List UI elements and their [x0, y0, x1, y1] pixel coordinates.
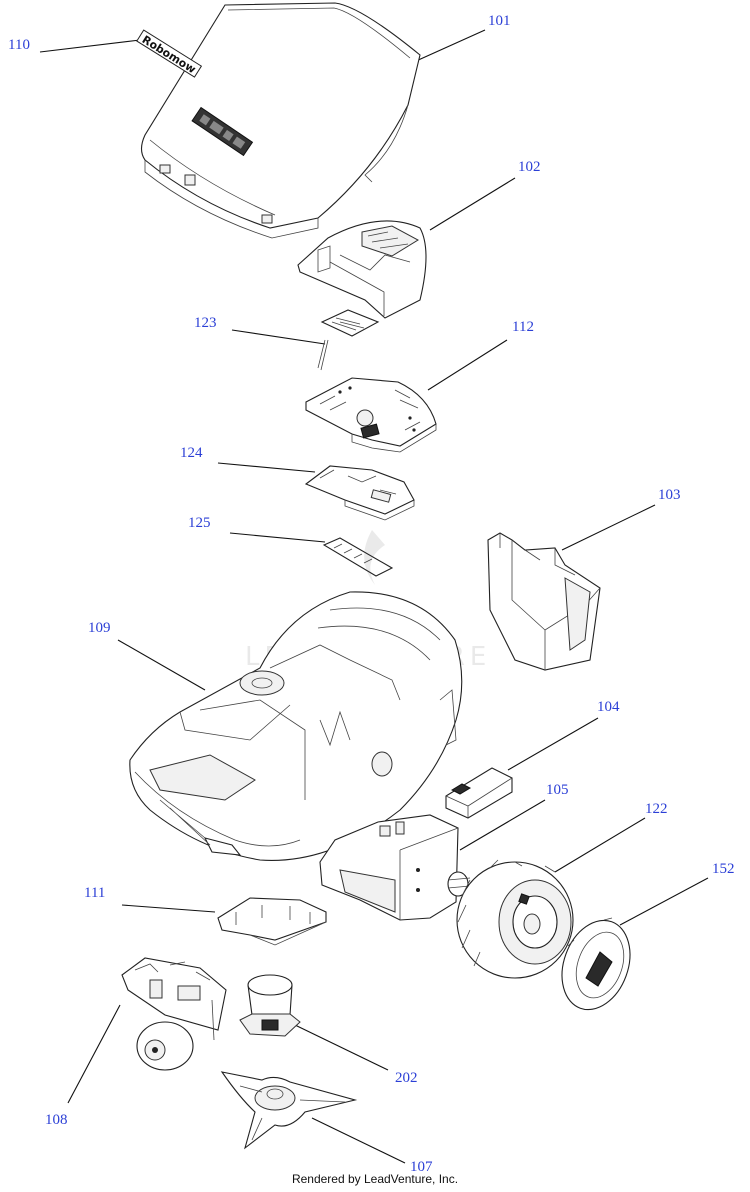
callout-152: 152: [712, 861, 735, 877]
callout-102: 102: [518, 159, 541, 175]
battery-part-104: [445, 767, 513, 819]
callout-125: 125: [188, 515, 211, 531]
cutting-blade-part-107: [220, 1071, 358, 1150]
mount-bracket-part-111: [217, 897, 327, 946]
control-panel-housing-part-102: [297, 220, 427, 319]
top-cover-part-101: [140, 2, 421, 239]
board-bracket-part-124: [304, 465, 415, 521]
callout-107: 107: [410, 1159, 433, 1175]
leader-lines: [39, 29, 709, 1164]
callout-112: 112: [512, 319, 534, 335]
callout-110: 110: [8, 37, 30, 53]
footer-credit: Rendered by LeadVenture, Inc.: [291, 1172, 459, 1186]
small-bracket-part-125: [322, 537, 394, 577]
callout-202: 202: [395, 1070, 418, 1086]
hub-cap-part-152: [561, 917, 631, 1011]
callout-104: 104: [597, 699, 620, 715]
callout-122: 122: [645, 801, 668, 817]
callout-111: 111: [84, 885, 106, 901]
drive-motor-part-105: [319, 814, 471, 921]
callout-124: 124: [180, 445, 203, 461]
blade-motor-part-202: [239, 974, 301, 1037]
callout-109: 109: [88, 620, 111, 636]
callout-123: 123: [194, 315, 217, 331]
front-wheel-assembly-part-108: [121, 957, 227, 1071]
callout-101: 101: [488, 13, 511, 29]
battery-compartment-part-103: [487, 532, 601, 671]
callout-108: 108: [45, 1112, 68, 1128]
keypad-membrane-part-123: [317, 309, 380, 371]
callout-103: 103: [658, 487, 681, 503]
circuit-board-part-112: [305, 377, 437, 453]
wheel-part-122: [456, 859, 574, 979]
logo-text: Robomow: [140, 33, 198, 76]
chassis-body-part-109: [129, 591, 463, 861]
callout-105: 105: [546, 782, 569, 798]
